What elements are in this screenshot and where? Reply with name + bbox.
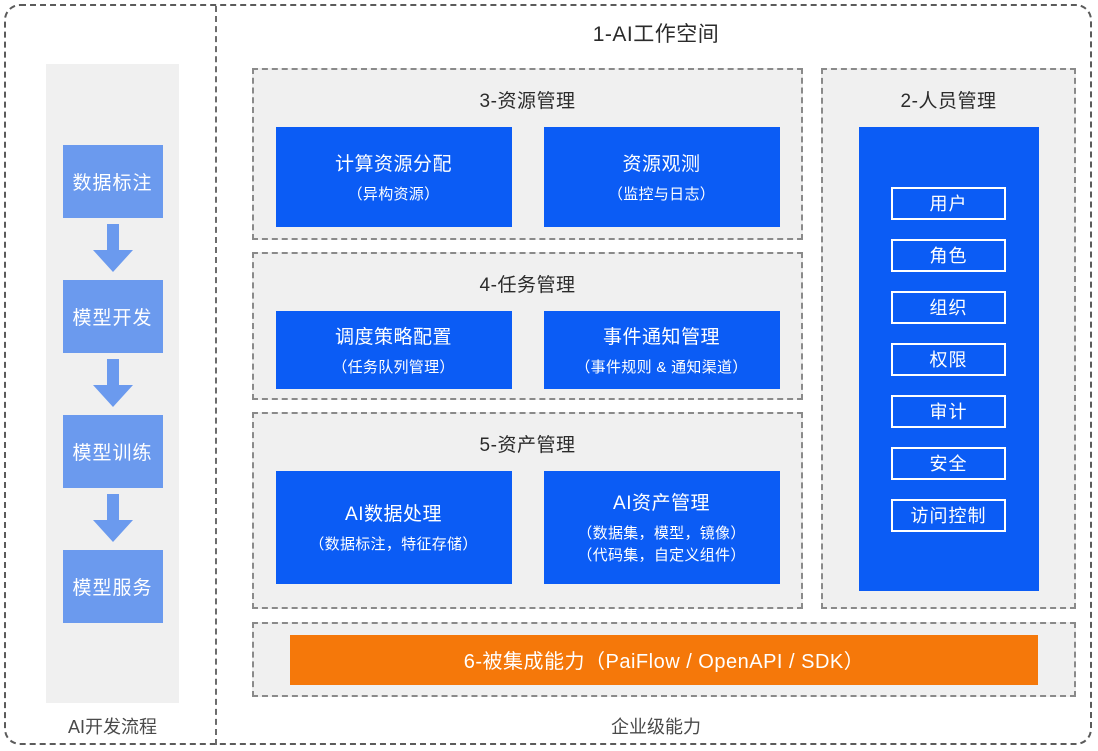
people-item-label: 权限 [929,350,968,370]
card-title: 计算资源分配 [334,153,452,175]
card-subtitle: （事件规则 & 通知渠道） [575,358,748,376]
flow-node-label: 模型训练 [72,442,153,464]
integration-capability-bar[interactable]: 6-被集成能力（PaiFlow / OpenAPI / SDK） [290,634,1038,685]
flow-node-label: 模型开发 [72,307,153,329]
people-item-audit[interactable]: 审计 [891,394,1006,428]
card-subtitle: （异构资源） [347,185,440,203]
card-ai-data-processing[interactable]: AI数据处理 （数据标注，特征存储） [275,471,512,584]
people-item-permission[interactable]: 权限 [891,342,1006,376]
section-title: 5-资产管理 [479,435,576,456]
down-arrow-icon [63,218,163,280]
people-item-label: 用户 [929,194,968,214]
section-asset-management: 5-资产管理 AI数据处理 （数据标注，特征存储） AI资产管理 （数据集，模型… [252,412,803,609]
card-title: 事件通知管理 [602,326,720,348]
section-title: 3-资源管理 [479,91,576,112]
down-arrow-icon [63,353,163,415]
people-management-panel: 用户 角色 组织 权限 审计 安全 访问控制 [858,127,1039,591]
section-title: 4-任务管理 [479,275,576,296]
card-title: 资源观测 [622,153,701,175]
section-task-management: 4-任务管理 调度策略配置 （任务队列管理） 事件通知管理 （事件规则 & 通知… [252,252,803,400]
card-subtitle-line1: （数据集，模型，镜像） [577,525,746,543]
people-item-label: 安全 [929,454,968,474]
column-divider [215,6,217,745]
card-subtitle: （数据标注，特征存储） [309,536,478,554]
flow-node-data-labeling[interactable]: 数据标注 [62,144,163,218]
card-subtitle: （监控与日志） [607,185,716,203]
flow-node-label: 数据标注 [72,172,153,194]
card-title: AI资产管理 [613,493,710,515]
down-arrow-icon [63,488,163,550]
card-resource-observability[interactable]: 资源观测 （监控与日志） [543,127,780,227]
section-integration-capability: 6-被集成能力（PaiFlow / OpenAPI / SDK） [252,622,1076,697]
people-item-organization[interactable]: 组织 [891,290,1006,324]
flow-node-label: 模型服务 [72,577,153,599]
card-ai-asset-management[interactable]: AI资产管理 （数据集，模型，镜像） （代码集，自定义组件） [543,471,780,584]
workspace-footer-label: 企业级能力 [611,717,701,737]
card-compute-resource-allocation[interactable]: 计算资源分配 （异构资源） [275,127,512,227]
section-resource-management: 3-资源管理 计算资源分配 （异构资源） 资源观测 （监控与日志） [252,68,803,240]
flow-node-model-development[interactable]: 模型开发 [62,279,163,353]
card-event-notification-management[interactable]: 事件通知管理 （事件规则 & 通知渠道） [543,311,780,389]
card-title: 调度策略配置 [334,326,452,348]
workspace-title: 1-AI工作空间 [592,23,720,46]
integration-capability-label: 6-被集成能力（PaiFlow / OpenAPI / SDK） [463,651,865,673]
people-item-role[interactable]: 角色 [891,238,1006,272]
ai-dev-flow-footer-label: AI开发流程 [67,717,157,737]
card-title: AI数据处理 [345,504,442,526]
card-subtitle-line2: （代码集，自定义组件） [577,547,746,564]
card-row: 计算资源分配 （异构资源） 资源观测 （监控与日志） [254,127,801,227]
people-item-security[interactable]: 安全 [891,446,1006,480]
people-item-label: 组织 [929,298,968,318]
people-item-access-control[interactable]: 访问控制 [891,498,1006,532]
flow-node-model-training[interactable]: 模型训练 [62,414,163,488]
card-row: AI数据处理 （数据标注，特征存储） AI资产管理 （数据集，模型，镜像） （代… [254,471,801,584]
section-title: 2-人员管理 [900,91,997,112]
people-item-label: 角色 [929,246,968,266]
card-subtitle: （任务队列管理） [332,358,455,376]
people-item-label: 审计 [929,402,968,422]
flow-node-model-service[interactable]: 模型服务 [62,549,163,623]
ai-dev-flow-stack: 数据标注 模型开发 模型训练 模型服务 [46,64,179,703]
people-item-user[interactable]: 用户 [891,186,1006,220]
people-item-label: 访问控制 [910,506,987,526]
card-scheduling-policy-config[interactable]: 调度策略配置 （任务队列管理） [275,311,512,389]
card-row: 调度策略配置 （任务队列管理） 事件通知管理 （事件规则 & 通知渠道） [254,311,801,389]
section-people-management: 2-人员管理 用户 角色 组织 权限 审计 安全 访问控制 [821,68,1076,609]
card-subtitle-group: （数据集，模型，镜像） （代码集，自定义组件） [577,523,745,567]
